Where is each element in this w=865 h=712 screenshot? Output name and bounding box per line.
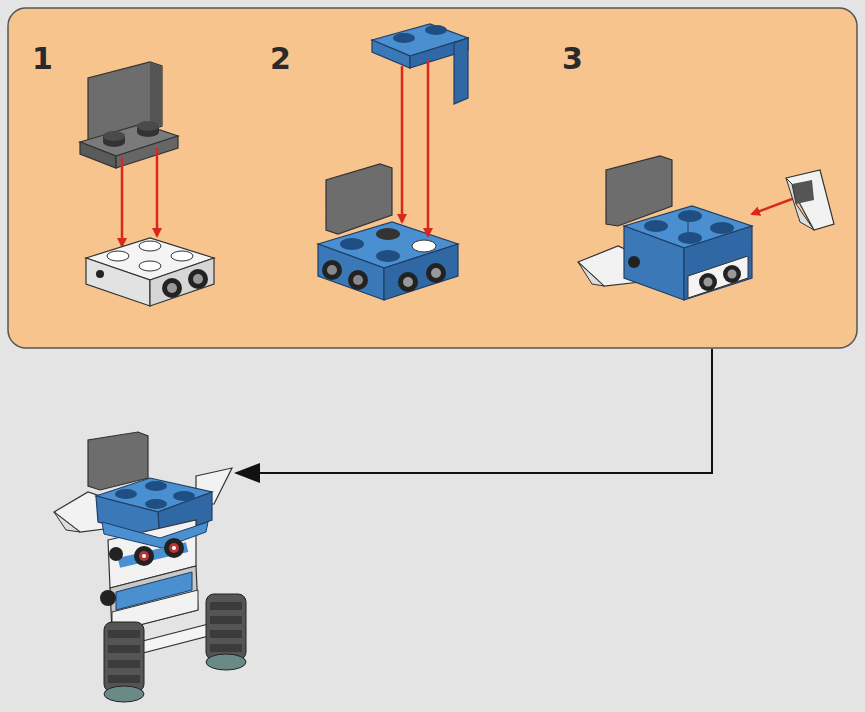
step2-parts [318,24,468,300]
step3-parts [578,156,834,300]
step1-parts [80,62,214,306]
final-model [54,432,246,702]
step-number: 1 [32,44,53,74]
step-panel [8,8,857,348]
step-number: 2 [270,44,291,74]
step-number: 3 [562,44,583,74]
leader-line [236,349,712,473]
